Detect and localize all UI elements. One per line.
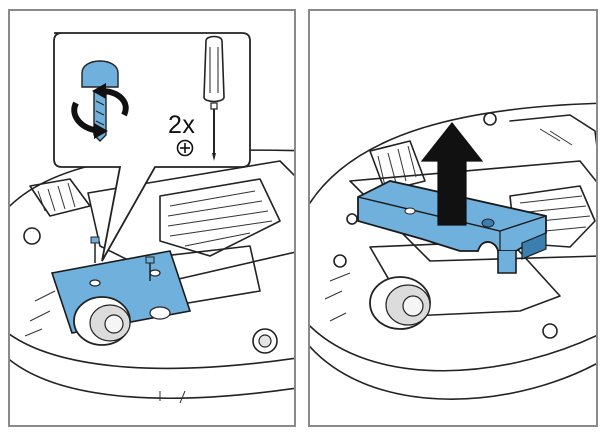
- screw-1-icon: [90, 236, 100, 263]
- brush-housing: [349, 160, 596, 262]
- robot-body-bottom-edge: [310, 345, 596, 400]
- screw-quantity-label: 2x: [168, 111, 196, 139]
- robot-body-bottom-edge: [10, 358, 294, 400]
- lift-up-arrow-icon: [420, 122, 484, 226]
- brush-compartment: [159, 178, 281, 257]
- robot-underside-illustration-step-1: [10, 32, 294, 404]
- robot-body-top-edge: [310, 102, 596, 205]
- drive-wheel: [369, 276, 431, 330]
- unscrew-rotation-icon: [71, 60, 129, 142]
- robot-underside-illustration-step-2: [310, 102, 596, 400]
- screw-hole-1: [89, 279, 101, 287]
- caster-wheel: [252, 328, 278, 354]
- robot-body-rim: [10, 333, 294, 370]
- screw-2-icon: [145, 256, 155, 281]
- screwdriver-icon: [203, 35, 225, 161]
- step-1-panel: 2x: [8, 9, 296, 427]
- step-2-panel: [308, 9, 598, 427]
- screw-hole-2: [149, 269, 161, 277]
- drive-wheel: [73, 296, 171, 346]
- brush-housing: [87, 160, 294, 282]
- phillips-screw-symbol: [176, 139, 194, 157]
- robot-body-rim: [310, 324, 596, 372]
